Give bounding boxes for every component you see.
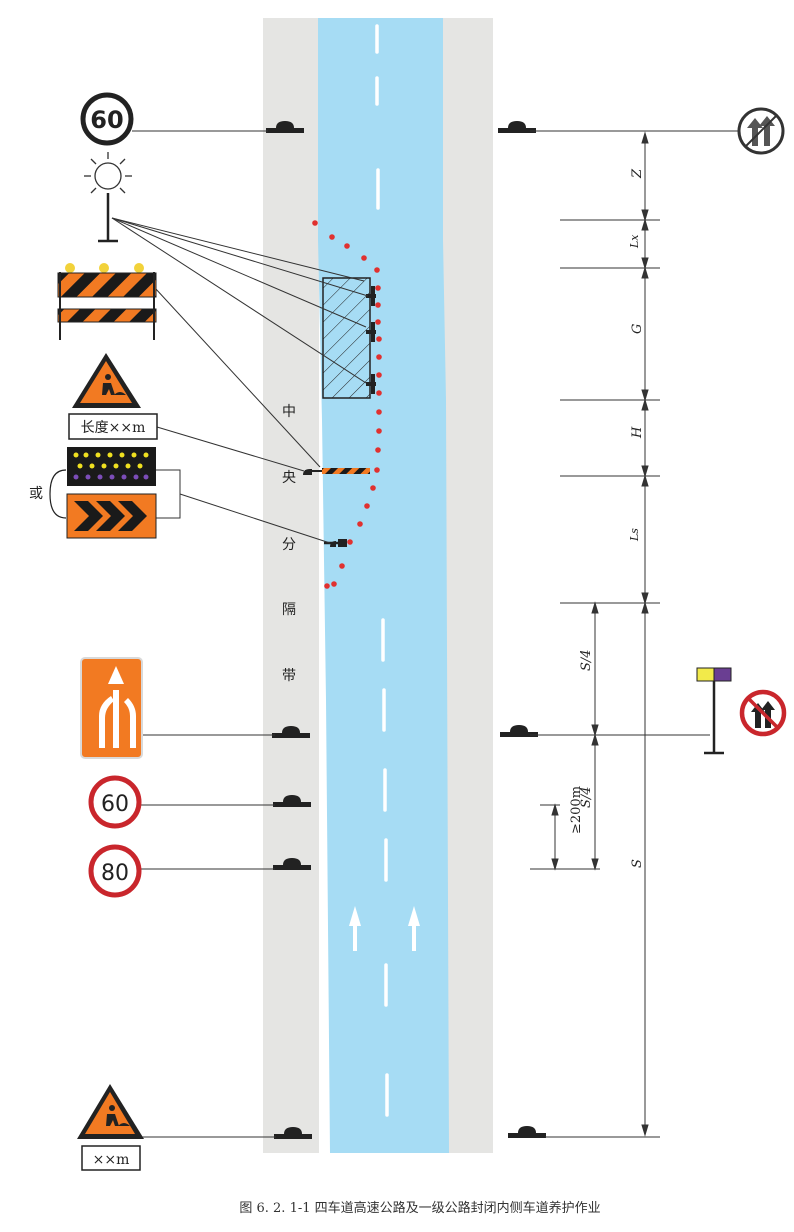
dim-lx: Lx	[628, 234, 641, 249]
chevron-board	[66, 493, 157, 539]
lane-arrow-right	[408, 906, 420, 951]
barricade-bar	[322, 468, 370, 474]
or-label: 或	[29, 486, 43, 502]
warning-lamps	[366, 286, 376, 394]
arrow-board-post	[324, 539, 347, 547]
sign-bases	[266, 121, 546, 1139]
dim-s: S	[630, 859, 645, 868]
lane-arrow-left	[349, 906, 361, 951]
led-arrow-board	[67, 447, 156, 486]
dim-min-200: ≥200m	[569, 786, 584, 834]
lane-merge-sign	[80, 657, 143, 759]
traffic-cones	[312, 220, 382, 589]
speed-limit-80-value: 80	[101, 861, 129, 886]
leader-lines	[111, 130, 742, 1138]
speed-limit-60-top-value: 60	[90, 106, 123, 134]
dim-h: H	[630, 426, 645, 439]
dim-g: G	[630, 324, 645, 334]
dimension-labels: Z Lx G H Ls S/4 S/4 S	[579, 168, 645, 868]
median-char-2: 央	[282, 470, 296, 486]
distance-board-text: ××m	[93, 1152, 130, 1168]
dim-s-quarter-lower: S/4	[579, 786, 594, 808]
speed-limit-60-lower-value: 60	[101, 792, 129, 817]
warning-lamp-icon	[84, 152, 132, 243]
no-overtaking-sign	[739, 689, 787, 737]
median-char-1: 中	[282, 404, 296, 420]
construction-warning-sign-bottom	[77, 1084, 144, 1139]
construction-warning-sign	[72, 353, 141, 408]
work-area	[322, 277, 371, 399]
median-char-5: 带	[282, 668, 296, 684]
dim-z: Z	[630, 168, 645, 179]
dim-s-quarter-upper: S/4	[579, 649, 594, 671]
warning-flag-post	[696, 667, 732, 755]
median-char-4: 隔	[282, 602, 296, 618]
dimension-lines	[540, 131, 649, 1137]
distance-board: ××m	[81, 1145, 141, 1171]
speed-limit-80-sign: 80	[88, 844, 142, 898]
length-board: 长度××m	[68, 413, 158, 440]
figure-caption: 图 6. 2. 1-1 四车道高速公路及一级公路封闭内侧车道养护作业	[239, 1200, 600, 1216]
right-shoulder	[443, 18, 493, 1153]
median-label: 中 央 分 隔 带	[282, 404, 296, 684]
length-board-text: 长度××m	[81, 420, 146, 436]
lane-center-dashes	[375, 24, 389, 1117]
speed-limit-60-sign-top: 60	[80, 92, 134, 146]
carriageway	[318, 18, 449, 1153]
or-bracket	[49, 469, 67, 519]
median-strip	[263, 18, 319, 1153]
speed-limit-60-sign-lower: 60	[88, 775, 142, 829]
dim-ls: Ls	[628, 528, 641, 542]
barricade-icon	[57, 263, 157, 340]
median-char-3: 分	[282, 537, 296, 553]
end-no-overtaking-sign	[737, 107, 785, 155]
